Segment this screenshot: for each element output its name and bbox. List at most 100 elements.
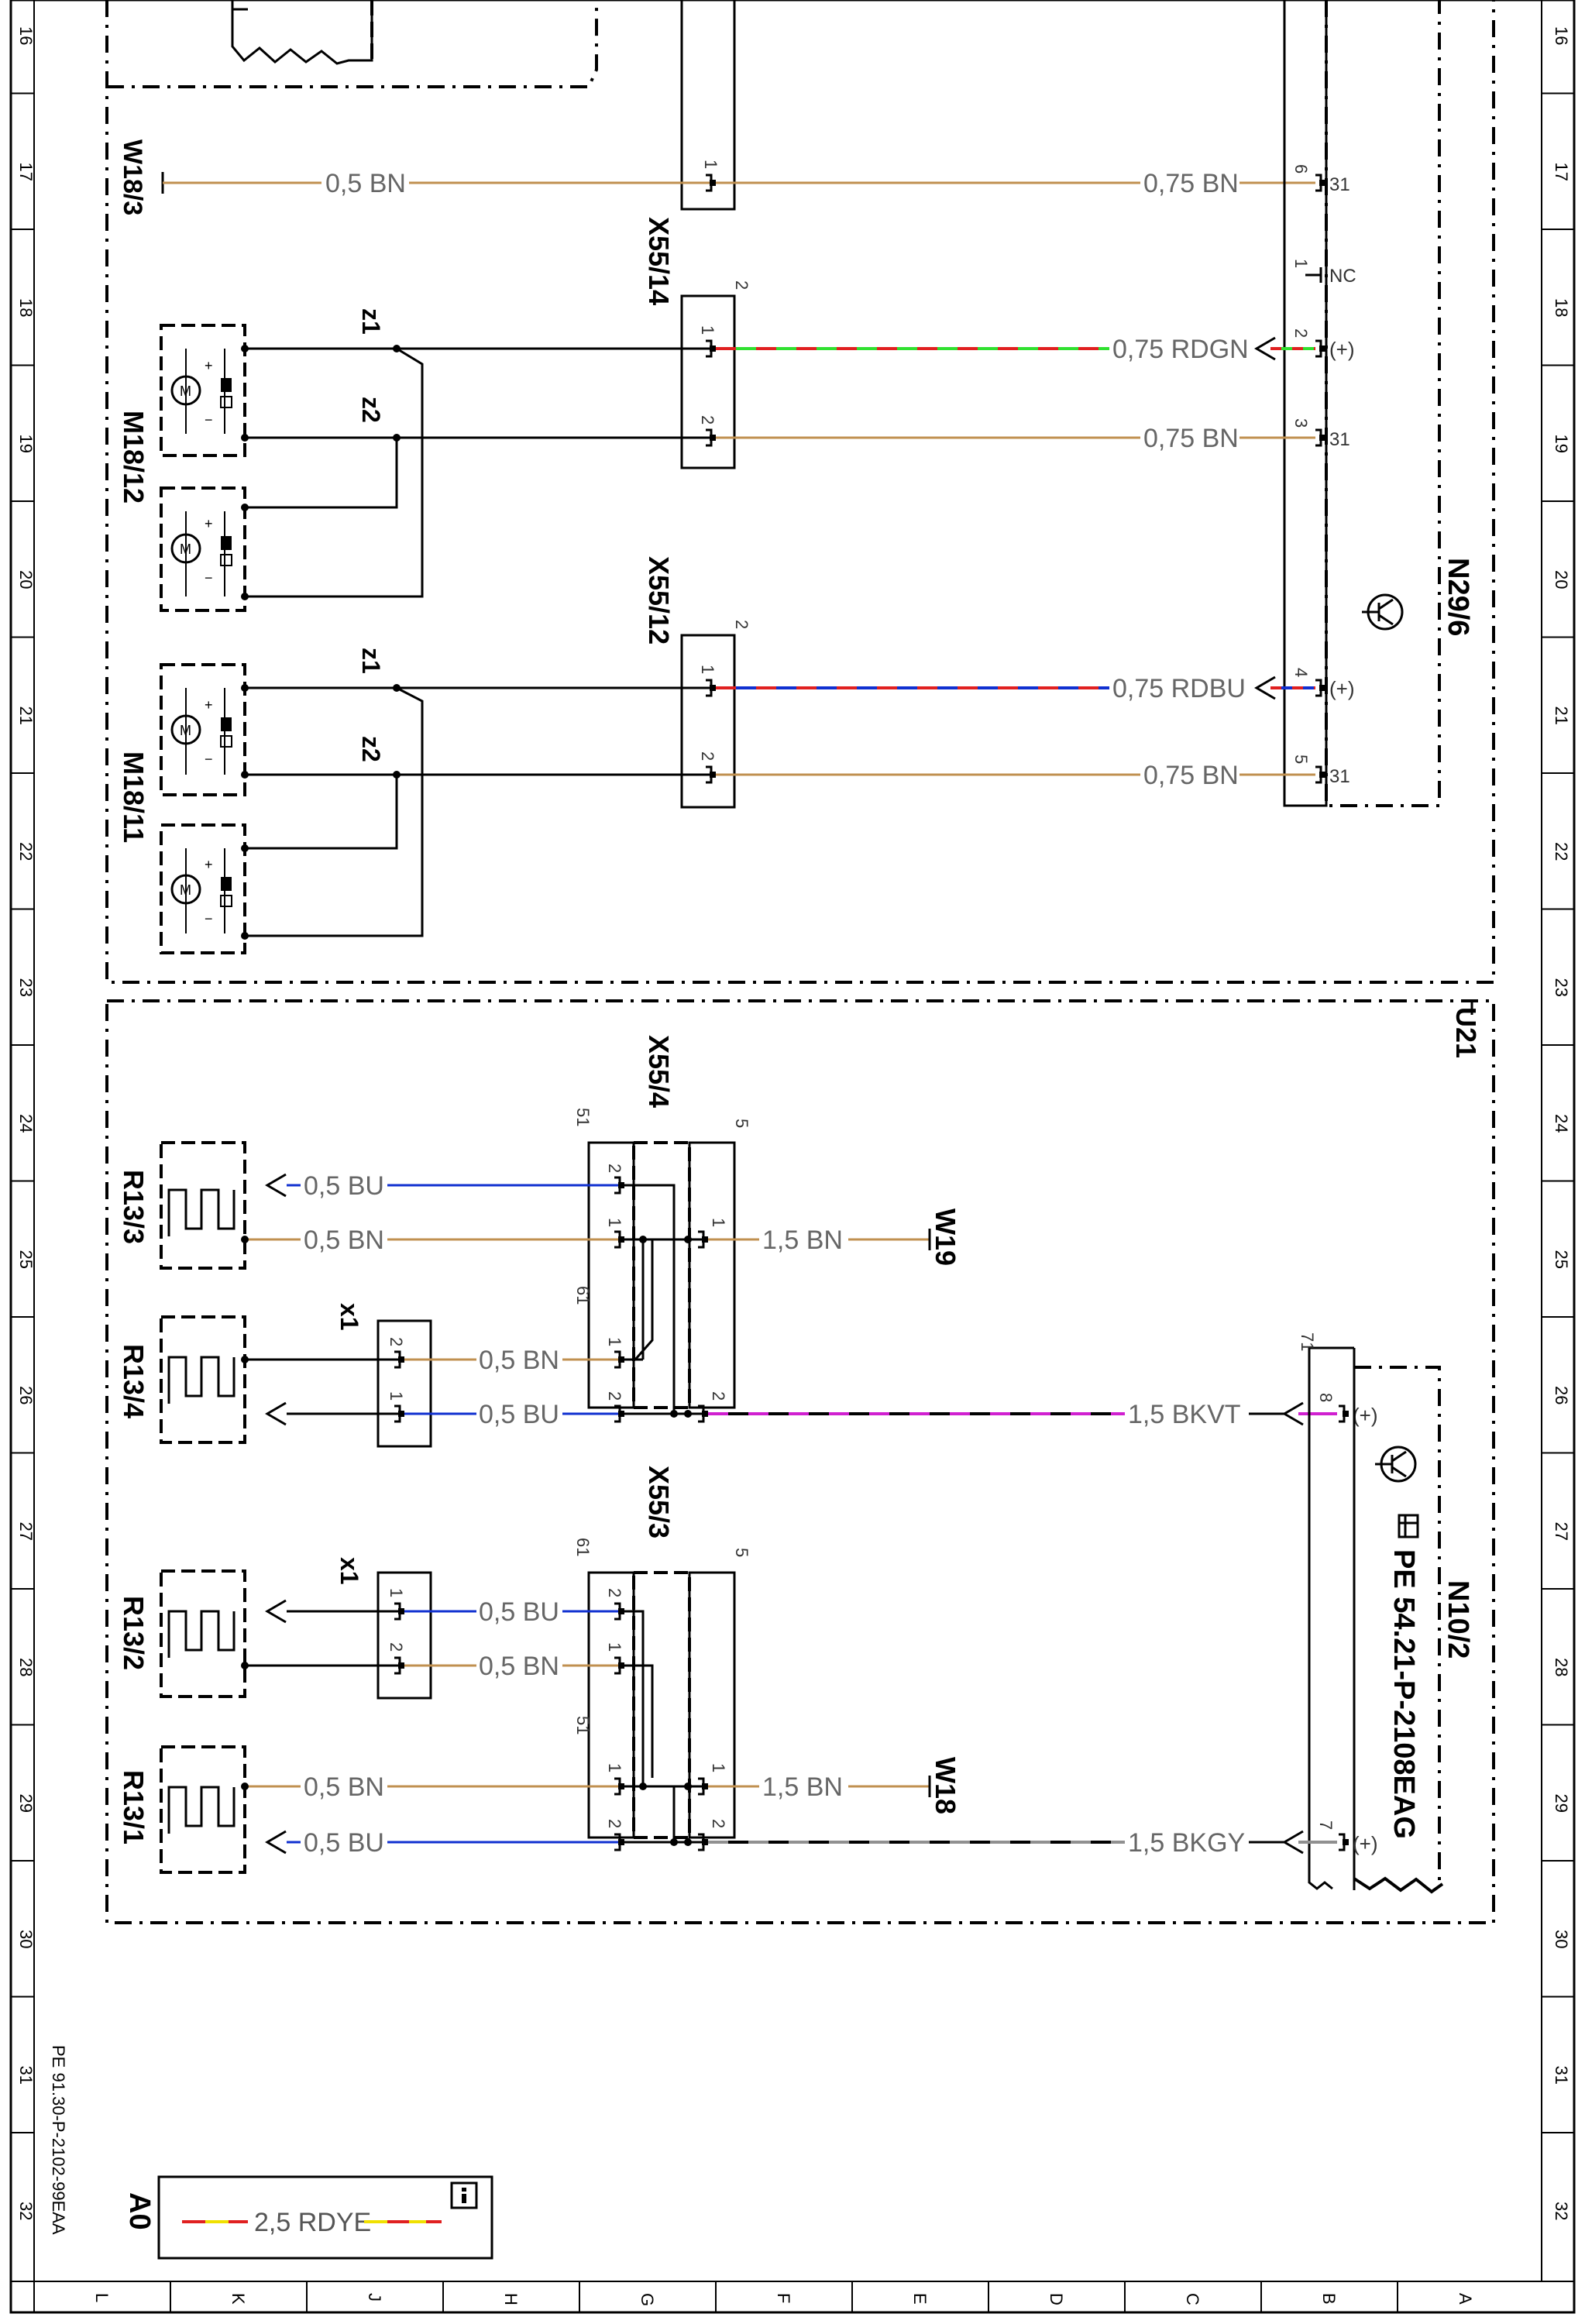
row-number-right: 18 [1552,298,1571,317]
pin-number: 2 [698,415,717,425]
pin-number: 1 [701,160,720,169]
wire-tag-z1: z1 [357,308,385,335]
pin-number: 2 [605,1819,624,1828]
pin-number: 31 [1329,429,1350,450]
row-number-right: 23 [1552,978,1571,997]
pin-number: 8 [1316,1393,1336,1402]
pin-number: 3 [1291,418,1311,428]
row-number-left: 31 [16,2066,36,2085]
row-number-right: 17 [1552,163,1571,181]
heater-r13-3: R13/3 [118,1141,246,1270]
r13-1-label: R13/1 [118,1770,150,1844]
n29-6-label: N29/6 [1442,558,1474,636]
pin-number: NC [1329,266,1356,287]
pin-number: 61 [573,1286,593,1305]
column-letter: H [501,2293,521,2305]
pin-number: 1 [1291,259,1311,268]
row-number-left: 24 [16,1114,36,1133]
pin-number: (+) [1353,1404,1378,1427]
pin-number: 2 [605,1164,624,1173]
wire-label: 0,5 BN [479,1652,559,1681]
wire-tag-z1: z1 [357,648,385,674]
wire-label: 0,75 BN [1143,424,1239,453]
row-number-left: 28 [16,1658,36,1676]
column-letter: D [1047,2293,1066,2305]
column-letter: K [229,2293,248,2305]
heater-icon [167,1188,236,1236]
pin-number: 1 [387,1391,406,1401]
m18-12-label: M18/12 [118,411,150,504]
pin-number: 1 [387,1588,406,1597]
pin-number: 2 [698,751,717,761]
zone-label: A0 [123,2192,156,2230]
row-number-right: 26 [1552,1386,1571,1404]
pin-number: 31 [1329,766,1350,787]
wire-label: 0,5 BN [304,1772,384,1802]
polarity-sign: + [205,358,213,373]
r13-4-label: R13/4 [118,1344,150,1418]
pin-number: 1 [709,1763,728,1772]
r13-2-label: R13/2 [118,1596,150,1670]
column-letter: G [638,2293,657,2306]
column-letter: E [910,2293,930,2305]
pin-number: 51 [573,1108,593,1126]
pin-number: (+) [1329,677,1355,700]
column-letter: C [1183,2293,1202,2305]
row-number-left: 23 [16,978,36,997]
polarity-sign: − [205,751,213,767]
wire-label: 0,5 BU [479,1400,559,1429]
wire-label: 1,5 BKGY [1128,1828,1245,1858]
pin-number: 1 [605,1218,624,1227]
pin-number: 5 [732,1548,751,1557]
row-number-left: 30 [16,1930,36,1948]
pin-number: 2 [1291,328,1311,338]
row-number-right: 16 [1552,26,1571,45]
x1-label: x1 [335,1557,363,1585]
actuator-motor-m18-12: M M + − + − M18/12 [118,324,246,612]
connector-x55-14-label: X55/14 [643,217,675,305]
row-number-right: 22 [1552,842,1571,861]
pin-number: 2 [709,1391,728,1401]
row-number-left: 17 [16,163,36,181]
pin-number: 2 [605,1588,624,1597]
pin-number: (+) [1329,338,1355,361]
n10-2-reference: PE 54.21-P-2108EAG [1387,1549,1420,1839]
transistor-icon [1375,1446,1417,1483]
connector-x55-12-label: X55/12 [643,556,675,645]
polarity-sign: + [205,697,213,713]
row-number-left: 19 [16,435,36,453]
wire-label: 0,5 BU [304,1828,384,1858]
wire-label: 0,75 RDBU [1112,674,1246,703]
polarity-sign: + [205,857,213,872]
document-code: PE 91.30-P-2102-99EAA [49,2045,68,2235]
wire-label: 1,5 BKVT [1128,1400,1241,1429]
row-number-left: 26 [16,1386,36,1404]
polarity-sign: + [205,516,213,531]
heater-r13-4: R13/4 [118,1315,246,1444]
row-number-left: 21 [16,706,36,725]
wire-tag-z2: z2 [357,397,385,423]
ground-w18-3-label: W18/3 [118,139,147,215]
pin-number: 1 [698,325,717,335]
pin-number: 7 [1316,1820,1336,1830]
upper-module-boundary [105,0,1495,984]
pin-number: 2 [605,1391,624,1401]
ground-w18-label: W18 [930,1757,961,1814]
heater-icon [167,1356,236,1404]
wire-tag-z2: z2 [357,736,385,762]
pin-number: 31 [1329,174,1350,195]
column-letter: F [774,2293,793,2303]
heater-icon [167,1610,236,1658]
partial-component-top [231,0,373,65]
row-number-right: 21 [1552,706,1571,725]
row-number-left: 29 [16,1794,36,1813]
pin-number: 61 [573,1538,593,1556]
pin-number: 2 [387,1642,406,1652]
row-number-right: 19 [1552,435,1571,453]
wire-label: 1,5 BN [762,1772,843,1802]
row-number-left: 22 [16,842,36,861]
wire-label: 0,5 BN [325,169,406,198]
pin-number: 2 [732,620,751,629]
row-number-right: 25 [1552,1250,1571,1269]
